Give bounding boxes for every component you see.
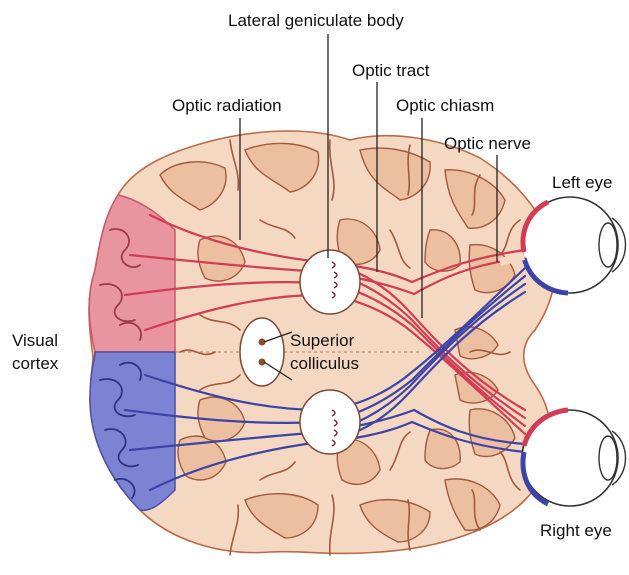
label-lateral-geniculate-body: Lateral geniculate body (228, 11, 404, 30)
visual-cortex (89, 195, 175, 510)
label-visual-cortex-line2: cortex (12, 354, 59, 373)
lateral-geniculate-body-top (300, 250, 360, 314)
label-superior-colliculus-line1: Superior (290, 331, 355, 350)
right-eye-lens (599, 436, 617, 480)
superior-colliculus-body (240, 318, 284, 386)
lateral-geniculate-body-bottom (300, 390, 360, 454)
label-optic-nerve: Optic nerve (444, 134, 531, 153)
left-eye-lens (599, 223, 617, 267)
visual-cortex-right-hemisphere (90, 352, 175, 510)
label-visual-cortex-line1: Visual (12, 331, 58, 350)
label-right-eye: Right eye (540, 521, 612, 540)
visual-cortex-left-hemisphere (89, 195, 175, 352)
label-left-eye: Left eye (552, 173, 613, 192)
label-optic-tract: Optic tract (352, 61, 430, 80)
label-optic-chiasm: Optic chiasm (396, 96, 494, 115)
right-eye (522, 410, 626, 506)
label-optic-radiation: Optic radiation (172, 96, 282, 115)
label-superior-colliculus-line2: colliculus (290, 354, 359, 373)
